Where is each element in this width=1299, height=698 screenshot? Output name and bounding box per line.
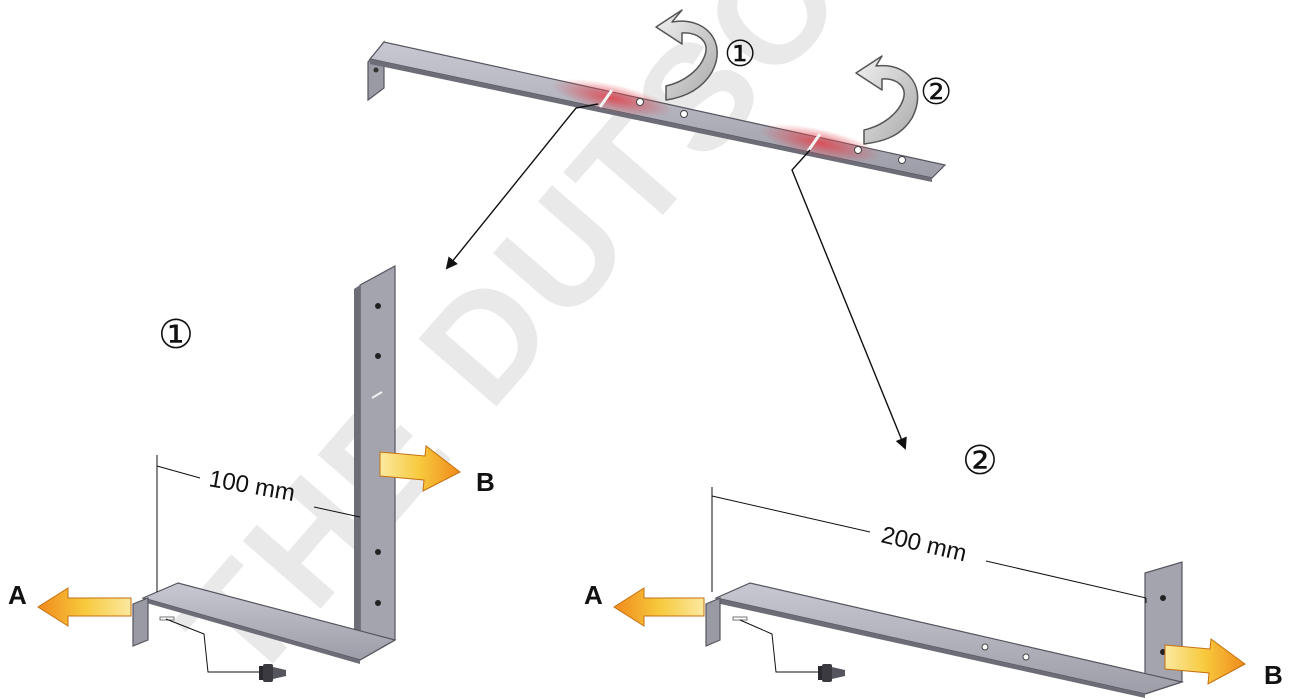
dim-2-line-left [711,495,871,533]
bracket-hole [1160,595,1166,601]
score-zone-1 [551,78,673,118]
screw-2-leader [739,619,820,673]
arrow-a-1-label: A [8,580,27,610]
rotate-arrow-2-icon [855,55,919,145]
arrow-b-1-label: B [476,467,495,497]
result-2-marker: ② [962,438,998,484]
arrow-a-2-label: A [584,580,603,610]
step-1-marker: ① [724,34,756,75]
leader-arrow-1 [445,103,599,270]
step-2-marker: ② [920,72,952,113]
strip-hole [680,110,688,118]
strip-hole [636,98,644,106]
bracket-hole [375,600,381,606]
bracket-slot [732,616,748,621]
arrow-a-1-icon [37,587,132,627]
rotate-arrow-1-icon [655,9,718,101]
top-bracket [367,40,947,182]
screw-1-icon [259,664,286,682]
result-1-bracket [132,264,397,664]
bracket-score-line [371,391,383,399]
top-bracket-flange-hole [373,67,379,73]
result-1-marker: ① [158,312,194,358]
bracket-hole [375,303,381,309]
bracket-hole [1022,653,1030,661]
screw-2-icon [818,664,845,682]
strip-hole [854,146,862,154]
top-bracket-edge [370,59,932,182]
bracket-hole [375,353,381,359]
bracket-hole [981,643,989,651]
dim-2-label: 200 mm [879,522,970,568]
screw-1-leader [165,618,260,673]
arrow-b-2-icon [1164,638,1246,685]
dim-1-line-left [156,465,201,479]
bracket-hole [375,549,381,555]
strip-hole [898,156,906,164]
leader-arrow-2 [791,149,907,450]
arrow-b-2-label: B [1264,660,1283,690]
arrow-a-2-icon [613,587,705,627]
bracket-slot [159,616,175,621]
result-2-bracket [705,561,1185,698]
score-line-2 [806,133,822,152]
score-zone-2 [759,123,881,163]
dim-2-line-right [985,560,1147,599]
score-line-1 [598,89,614,108]
dim-1-line-right [313,506,361,518]
arrow-b-1-icon [379,445,461,492]
